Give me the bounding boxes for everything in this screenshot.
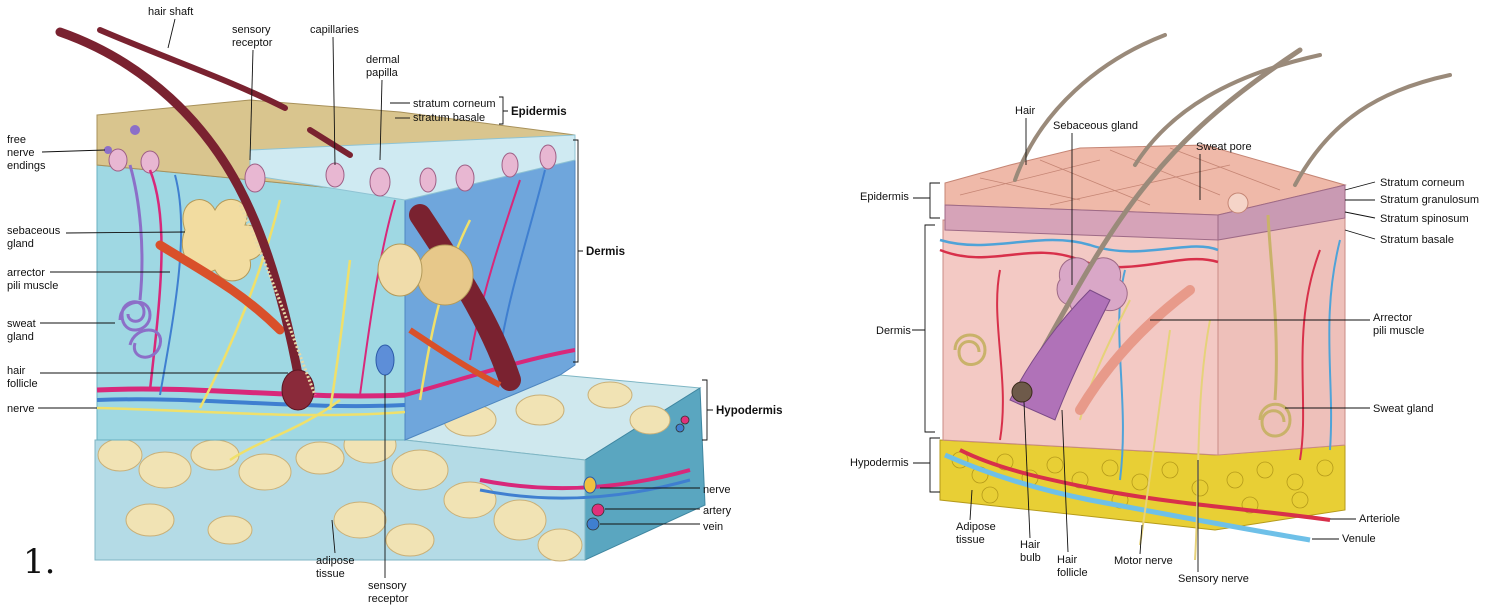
label-sweat-pore: Sweat pore <box>1196 141 1252 153</box>
left-cut-vessels <box>586 415 690 531</box>
left-hair <box>55 27 353 411</box>
left-free-nerve-endings <box>104 125 140 154</box>
label-stratum-basale: stratum basale <box>413 112 485 124</box>
right-sweat-glands <box>953 214 1292 438</box>
label-sweat-gland-left-2: gland <box>7 331 34 343</box>
left-vessels <box>96 169 691 500</box>
label-hair-shaft: hair shaft <box>148 6 193 18</box>
label-venule: Venule <box>1342 533 1376 545</box>
figure-number: 1. <box>23 542 55 582</box>
label-sensory-receptor-bottom-1: sensory <box>368 580 407 592</box>
left-sweat-gland <box>118 164 162 359</box>
label-epidermis-left: Epidermis <box>511 106 567 118</box>
label-adipose-right-1: Adipose <box>956 521 996 533</box>
label-free-nerve-endings-1: free <box>7 134 26 146</box>
right-labels: Hair Sebaceous gland Sweat pore Epidermi… <box>850 105 1479 585</box>
label-hair-right: Hair <box>1015 105 1036 117</box>
label-artery: artery <box>703 505 732 517</box>
label-stratum-corneum: stratum corneum <box>413 98 496 110</box>
label-sebaceous-gland-right: Sebaceous gland <box>1053 120 1138 132</box>
left-skin-block <box>55 27 706 562</box>
label-sensory-receptor-top-1: sensory <box>232 24 271 36</box>
left-arrector-pili <box>155 240 285 335</box>
right-epidermis-side <box>1217 184 1346 241</box>
label-nerve-right-left: nerve <box>703 484 731 496</box>
left-nerves <box>96 199 472 462</box>
label-free-nerve-endings-3: endings <box>7 160 46 172</box>
right-fat-cells <box>951 451 1334 514</box>
right-skin-creases <box>959 147 1281 206</box>
label-sebaceous-gland-1: sebaceous <box>7 225 61 237</box>
label-hypodermis-right: Hypodermis <box>850 457 909 469</box>
label-sensory-nerve: Sensory nerve <box>1178 573 1249 585</box>
right-hair-bulb <box>1011 381 1033 403</box>
label-adipose-right-2: tissue <box>956 534 985 546</box>
label-hair-follicle-left-2: follicle <box>7 378 38 390</box>
right-hypodermis <box>939 439 1346 531</box>
label-dermal-papilla-2: papilla <box>366 67 399 79</box>
left-side-follicle <box>377 204 521 391</box>
label-free-nerve-endings-2: nerve <box>7 147 35 159</box>
label-hair-bulb-2: bulb <box>1020 552 1041 564</box>
label-hypodermis-left: Hypodermis <box>716 405 782 417</box>
label-arrector-pili-right-1: Arrector <box>1373 312 1412 324</box>
right-follicle <box>1009 289 1111 421</box>
label-sweat-gland-left-1: sweat <box>7 318 36 330</box>
label-dermis-left: Dermis <box>586 246 625 258</box>
label-hair-follicle-right-1: Hair <box>1057 554 1078 566</box>
label-nerve-left: nerve <box>7 403 35 415</box>
label-hair-follicle-right-2: follicle <box>1057 567 1088 579</box>
right-arrector-pili <box>1075 285 1195 415</box>
label-dermal-papilla-1: dermal <box>366 54 400 66</box>
label-sensory-receptor-top-2: receptor <box>232 37 273 49</box>
label-sweat-gland-right: Sweat gland <box>1373 403 1434 415</box>
label-arrector-pili-2: pili muscle <box>7 280 58 292</box>
label-epidermis-right: Epidermis <box>860 191 909 203</box>
label-dermis-right: Dermis <box>876 325 911 337</box>
label-vein: vein <box>703 521 723 533</box>
label-stratum-spinosum: Stratum spinosum <box>1380 213 1469 225</box>
label-hair-follicle-left-1: hair <box>7 365 26 377</box>
right-dermis-side <box>1217 214 1346 456</box>
label-adipose-left-2: tissue <box>316 568 345 580</box>
label-stratum-basale-right: Stratum basale <box>1380 234 1454 246</box>
left-labels: hair shaft sensory receptor capillaries … <box>7 6 782 605</box>
dermal-papillae <box>108 144 557 197</box>
label-motor-nerve: Motor nerve <box>1114 555 1173 567</box>
label-stratum-corneum-right: Stratum corneum <box>1380 177 1464 189</box>
label-arrector-pili-right-2: pili muscle <box>1373 325 1424 337</box>
label-sensory-receptor-bottom-2: receptor <box>368 593 409 605</box>
right-sweat-pore <box>1227 192 1249 214</box>
label-hair-bulb-1: Hair <box>1020 539 1041 551</box>
label-arrector-pili-1: arrector <box>7 267 45 279</box>
label-capillaries: capillaries <box>310 24 359 36</box>
label-arteriole: Arteriole <box>1359 513 1400 525</box>
label-adipose-left-1: adipose <box>316 555 355 567</box>
right-skin-block <box>939 33 1452 561</box>
label-sebaceous-gland-2: gland <box>7 238 34 250</box>
label-stratum-granulosum: Stratum granulosum <box>1380 194 1479 206</box>
